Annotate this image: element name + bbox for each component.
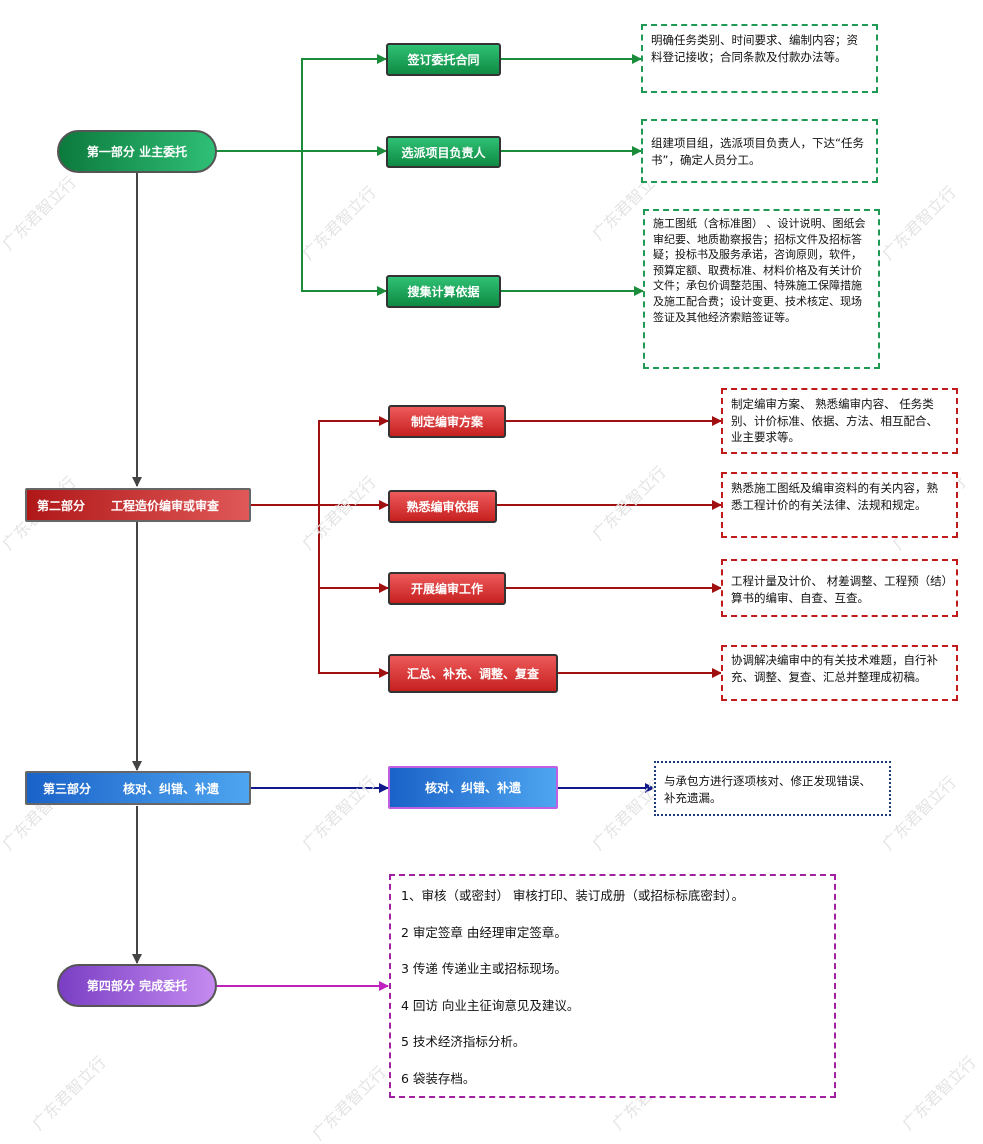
part4-node: 第四部分 完成委托 [57, 964, 217, 1007]
part3-label-a: 第三部分 [43, 781, 92, 796]
step-label: 制定编审方案 [410, 415, 483, 429]
part4-list-item: 5 技术经济指标分析。 [401, 1034, 526, 1049]
part4-list-box: 1、审核（或密封） 审核打印、装订成册（或招标标底密封）。 2 审定签章 由经理… [389, 874, 836, 1098]
step-label: 签订委托合同 [407, 53, 480, 67]
step-label: 熟悉编审依据 [406, 500, 479, 514]
step-label: 搜集计算依据 [407, 285, 480, 299]
part2-label-b: 工程造价编审或审查 [111, 498, 220, 513]
part1-step-assign-lead: 选派项目负责人 [386, 136, 501, 168]
part2-step-summary: 汇总、补充、调整、复查 [388, 654, 558, 693]
part2-step-basis: 熟悉编审依据 [388, 490, 497, 523]
part4-label: 第四部分 完成委托 [86, 979, 188, 993]
part3-note-check: 与承包方进行逐项核对、修正发现错误、补充遗漏。 [654, 761, 891, 816]
part2-label-a: 第二部分 [37, 498, 86, 513]
part1-node: 第一部分 业主委托 [57, 130, 217, 173]
step-label: 开展编审工作 [410, 582, 483, 596]
part1-step-contract: 签订委托合同 [386, 43, 501, 76]
part1-note-assign-lead: 组建项目组，选派项目负责人，下达“任务书”，确定人员分工。 [641, 119, 878, 183]
part4-list-item: 4 回访 向业主征询意见及建议。 [401, 997, 580, 1013]
part2-note-work: 工程计量及计价、 材差调整、工程预（结）算书的编审、自查、互查。 [721, 559, 958, 617]
part4-list-item: 3 传递 传递业主或招标现场。 [401, 961, 567, 976]
part3-node: 第三部分 核对、纠错、补遗 [25, 771, 251, 805]
part4-list-item: 6 袋装存档。 [401, 1070, 476, 1086]
part4-list-item: 1、审核（或密封） 审核打印、装订成册（或招标标底密封）。 [401, 888, 745, 903]
part2-note-plan: 制定编审方案、 熟悉编审内容、 任务类别、计价标准、依据、方法、相互配合、业主要… [721, 388, 958, 454]
part2-note-basis: 熟悉施工图纸及编审资料的有关内容，熟悉工程计价的有关法律、法规和规定。 [721, 472, 958, 538]
step-label: 核对、纠错、补遗 [424, 781, 521, 795]
part1-label: 第一部分 业主委托 [86, 145, 188, 159]
part3-step-check: 核对、纠错、补遗 [388, 766, 558, 809]
part1-note-collect-basis: 施工图纸（含标准图） 、设计说明、图纸会审纪要、地质勘察报告；招标文件及招标答疑… [643, 209, 880, 369]
part1-step-collect-basis: 搜集计算依据 [386, 275, 501, 308]
part3-label-b: 核对、纠错、补遗 [123, 781, 220, 796]
part2-node: 第二部分 工程造价编审或审查 [25, 488, 251, 522]
step-label: 汇总、补充、调整、复查 [406, 667, 539, 681]
step-label: 选派项目负责人 [401, 145, 486, 160]
part1-note-contract: 明确任务类别、时间要求、编制内容；资料登记接收；合同条款及付款办法等。 [641, 24, 878, 93]
part2-step-work: 开展编审工作 [388, 572, 506, 605]
part4-list-item: 2 审定签章 由经理审定签章。 [401, 924, 567, 940]
part2-step-plan: 制定编审方案 [388, 405, 506, 438]
part2-note-summary: 协调解决编审中的有关技术难题，自行补充、调整、复查、汇总并整理成初稿。 [721, 645, 958, 701]
